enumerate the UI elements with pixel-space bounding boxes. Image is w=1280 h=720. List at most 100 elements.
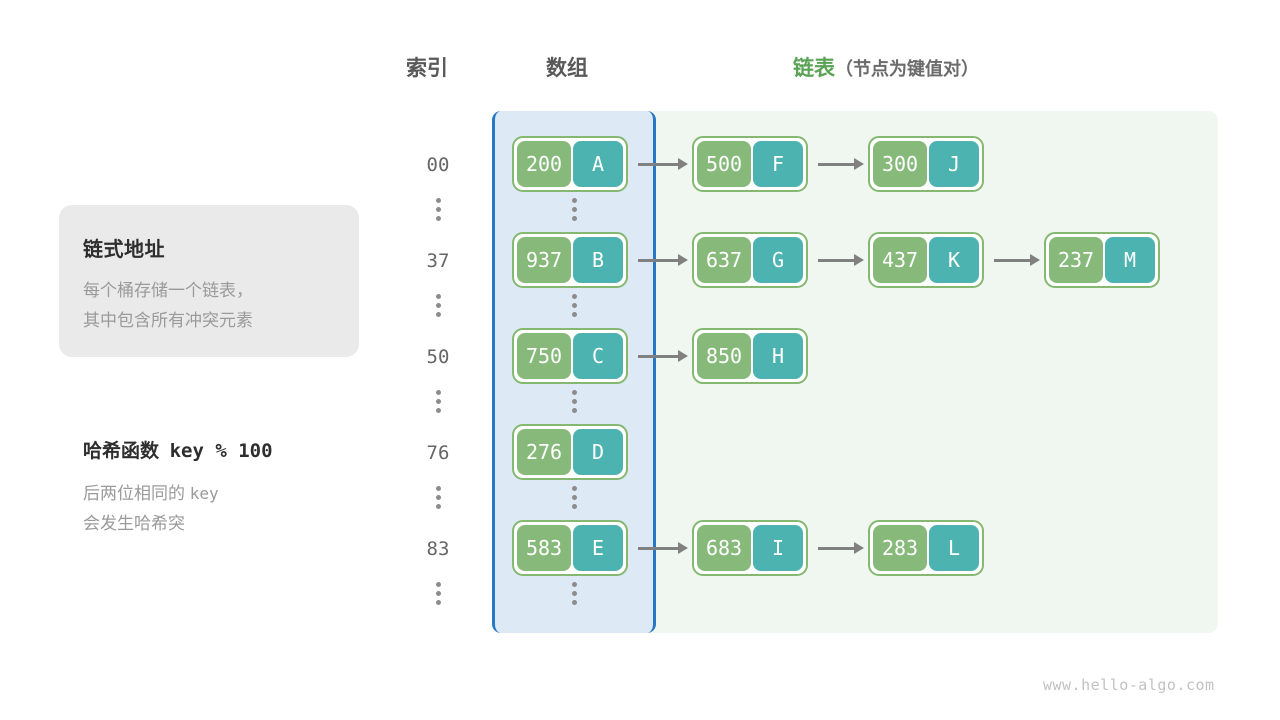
dot	[571, 198, 577, 203]
hash-function-label: 哈希函数	[83, 441, 160, 462]
node-key: 200	[517, 141, 571, 187]
info-card-description-line-2: 其中包含所有冲突元素	[83, 311, 253, 330]
node-key: 276	[517, 429, 571, 475]
info-card-title: 链式地址	[83, 239, 165, 261]
node-key: 437	[873, 237, 927, 283]
arrow-head	[678, 542, 688, 554]
hash-description-key-token: key	[189, 484, 219, 503]
array-ellipsis	[569, 294, 579, 317]
node-key: 850	[697, 333, 751, 379]
dot	[435, 408, 441, 413]
index-ellipsis	[433, 294, 443, 317]
bucket-index-label: 83	[426, 538, 450, 560]
node-value: M	[1105, 237, 1155, 283]
node-value: L	[929, 525, 979, 571]
dot	[571, 408, 577, 413]
arrow-head	[1030, 254, 1040, 266]
arrow-shaft	[638, 259, 679, 262]
dot	[571, 303, 577, 308]
node-key: 283	[873, 525, 927, 571]
arrow-shaft	[638, 163, 679, 166]
index-ellipsis	[433, 486, 443, 509]
array-ellipsis	[569, 198, 579, 221]
node-key: 750	[517, 333, 571, 379]
node-value: J	[929, 141, 979, 187]
info-card-description: 每个桶存储一个链表， 其中包含所有冲突元素	[83, 276, 353, 336]
info-card-description-line-1: 每个桶存储一个链表，	[83, 281, 253, 300]
link-arrow	[638, 350, 688, 362]
link-arrow	[818, 158, 864, 170]
dot	[435, 390, 441, 395]
node-value: F	[753, 141, 803, 187]
watermark: www.hello-algo.com	[1043, 676, 1215, 694]
index-ellipsis	[433, 582, 443, 605]
hash-description-line-1-text: 后两位相同的	[83, 484, 185, 503]
dot	[435, 312, 441, 317]
node-value: B	[573, 237, 623, 283]
bucket-index-label: 37	[426, 250, 450, 272]
node-key: 683	[697, 525, 751, 571]
node-value: K	[929, 237, 979, 283]
dot	[435, 495, 441, 500]
dot	[435, 399, 441, 404]
node-value: E	[573, 525, 623, 571]
link-arrow	[638, 158, 688, 170]
node-key: 237	[1049, 237, 1103, 283]
node-key: 937	[517, 237, 571, 283]
link-arrow	[994, 254, 1040, 266]
dot	[571, 399, 577, 404]
node-value: I	[753, 525, 803, 571]
array-ellipsis	[569, 486, 579, 509]
dot	[435, 303, 441, 308]
dot	[435, 207, 441, 212]
link-arrow	[818, 542, 864, 554]
link-arrow	[638, 542, 688, 554]
arrow-shaft	[818, 547, 855, 550]
array-ellipsis	[569, 390, 579, 413]
column-header-index: 索引	[406, 57, 448, 80]
node-key: 583	[517, 525, 571, 571]
dot	[435, 591, 441, 596]
arrow-head	[854, 158, 864, 170]
array-ellipsis	[569, 582, 579, 605]
dot	[435, 294, 441, 299]
hash-function-title: 哈希函数 key % 100	[83, 436, 273, 463]
arrow-head	[678, 158, 688, 170]
dot	[571, 504, 577, 509]
node-value: A	[573, 141, 623, 187]
info-card	[59, 205, 359, 357]
node-value: C	[573, 333, 623, 379]
dot	[571, 294, 577, 299]
node-key: 637	[697, 237, 751, 283]
node-value: G	[753, 237, 803, 283]
arrow-shaft	[818, 259, 855, 262]
node-value: D	[573, 429, 623, 475]
linkedlist-label: 链表	[793, 57, 835, 80]
dot	[571, 582, 577, 587]
dot	[435, 486, 441, 491]
dot	[435, 216, 441, 221]
node-value: H	[753, 333, 803, 379]
arrow-head	[678, 350, 688, 362]
dot	[571, 390, 577, 395]
bucket-index-label: 00	[426, 154, 450, 176]
dot	[435, 582, 441, 587]
link-arrow	[818, 254, 864, 266]
dot	[571, 600, 577, 605]
arrow-shaft	[994, 259, 1031, 262]
column-header-linkedlist: 链表（节点为键值对）	[793, 52, 979, 82]
arrow-head	[854, 542, 864, 554]
